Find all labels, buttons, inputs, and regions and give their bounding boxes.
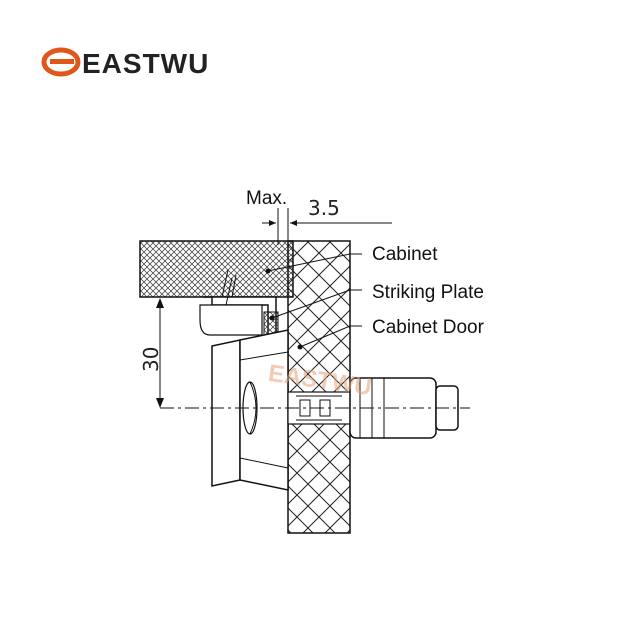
brand-logo: EASTWU [41, 47, 209, 79]
lock-housing [211, 329, 289, 491]
gap-prefix-label: Max. [246, 188, 287, 209]
cabinet-door-panel [287, 240, 351, 534]
height-value-label: 30 [139, 347, 163, 372]
height-dimension: 30 [139, 296, 205, 408]
callout-striking-plate: Striking Plate [372, 282, 484, 303]
cabinet-panel [139, 240, 294, 298]
eastwu-logo-mark-icon [41, 47, 81, 77]
callout-cabinet-door: Cabinet Door [372, 317, 485, 338]
callout-leaders [265, 253, 362, 350]
callout-cabinet: Cabinet [372, 244, 438, 265]
gap-value-label: 3.5 [308, 196, 340, 220]
gap-dimension: Max. 3.5 [246, 188, 392, 245]
brand-name: EASTWU [82, 48, 209, 79]
